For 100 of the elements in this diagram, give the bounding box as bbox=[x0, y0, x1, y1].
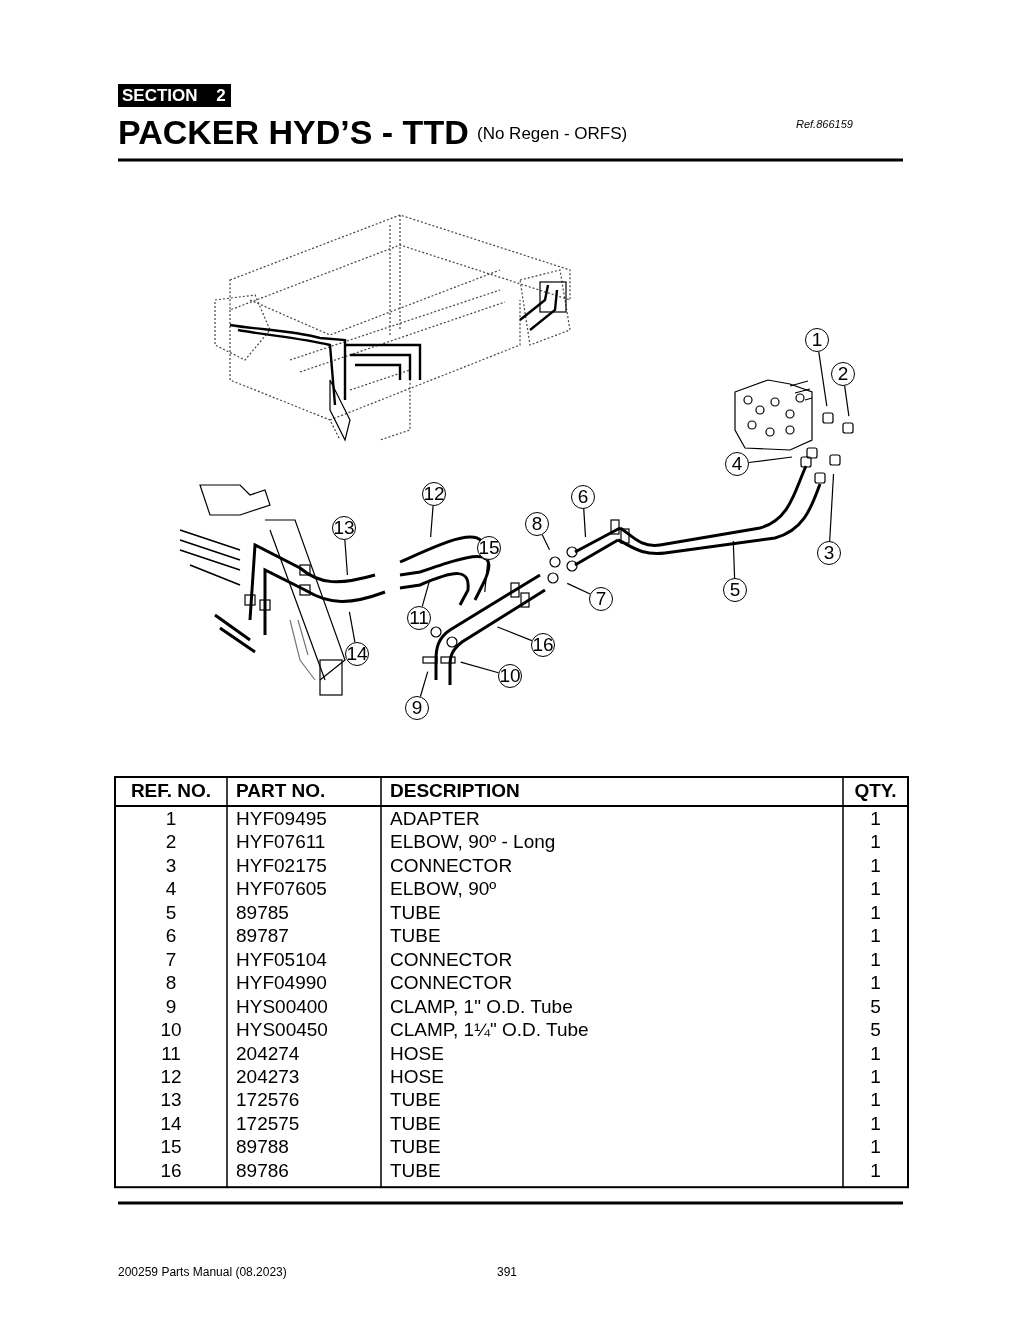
ref-number: 14 bbox=[159, 1113, 183, 1133]
callout-number: 1 bbox=[805, 328, 829, 352]
column-header: PART NO. bbox=[236, 781, 326, 800]
ref-number: 4 bbox=[164, 879, 178, 899]
ref-number: 7 bbox=[164, 949, 178, 969]
callout-number: 16 bbox=[531, 633, 555, 657]
callout-number: 9 bbox=[405, 696, 429, 720]
ref-number: 13 bbox=[159, 1090, 183, 1110]
quantity: 1 bbox=[869, 1043, 882, 1063]
part-number: 204274 bbox=[236, 1043, 300, 1063]
leader-line bbox=[430, 505, 434, 538]
leader-line bbox=[541, 534, 551, 551]
part-number: HYS00450 bbox=[236, 1020, 328, 1040]
leader-line bbox=[421, 579, 431, 608]
part-description: CONNECTOR bbox=[390, 855, 513, 875]
quantity: 1 bbox=[869, 855, 882, 875]
leader-line bbox=[829, 473, 835, 542]
ref-number: 3 bbox=[164, 855, 178, 875]
leader-line bbox=[566, 582, 591, 595]
quantity: 1 bbox=[869, 832, 882, 852]
quantity: 1 bbox=[869, 1137, 882, 1157]
part-description: CLAMP, 1" O.D. Tube bbox=[390, 996, 573, 1016]
reference-number: Ref.866159 bbox=[796, 119, 853, 130]
part-number: 89788 bbox=[236, 1137, 289, 1157]
column-header: REF. NO. bbox=[129, 781, 213, 800]
ref-number: 11 bbox=[160, 1043, 182, 1063]
part-description: TUBE bbox=[390, 1160, 441, 1180]
part-description: TUBE bbox=[390, 926, 441, 946]
ref-number: 1 bbox=[164, 809, 178, 828]
part-description: TUBE bbox=[390, 902, 441, 922]
part-number: HYF02175 bbox=[236, 855, 327, 875]
page-number: 391 bbox=[497, 1266, 518, 1278]
part-number: 204273 bbox=[236, 1066, 300, 1086]
callout-number: 10 bbox=[498, 664, 522, 688]
leader-line bbox=[818, 351, 828, 407]
ref-number: 16 bbox=[159, 1160, 183, 1180]
quantity: 1 bbox=[869, 1090, 882, 1110]
part-number: HYF07605 bbox=[236, 879, 327, 899]
quantity: 1 bbox=[869, 902, 882, 922]
part-description: HOSE bbox=[390, 1066, 444, 1086]
callout-number: 3 bbox=[817, 541, 841, 565]
quantity: 1 bbox=[869, 949, 882, 969]
ref-number: 8 bbox=[164, 973, 178, 993]
leader-line bbox=[732, 540, 736, 579]
part-number: 172576 bbox=[236, 1090, 300, 1110]
part-number: 89785 bbox=[236, 902, 289, 922]
callout-number: 6 bbox=[571, 485, 595, 509]
part-description: ADAPTER bbox=[390, 809, 480, 828]
leader-line bbox=[496, 626, 533, 642]
ref-number: 12 bbox=[159, 1066, 183, 1086]
part-description: TUBE bbox=[390, 1113, 441, 1133]
callout-number: 5 bbox=[723, 578, 747, 602]
callout-number: 11 bbox=[407, 606, 431, 630]
callout-number: 7 bbox=[589, 587, 613, 611]
callout-number: 2 bbox=[831, 362, 855, 386]
quantity: 1 bbox=[869, 809, 882, 828]
title-subtitle: (No Regen - ORFS) bbox=[477, 125, 628, 142]
leader-line bbox=[460, 661, 500, 674]
leader-line bbox=[583, 508, 587, 538]
quantity: 1 bbox=[869, 1113, 882, 1133]
ref-number: 5 bbox=[164, 902, 178, 922]
part-number: HYF04990 bbox=[236, 973, 327, 993]
section-badge: SECTION 2 bbox=[118, 84, 231, 107]
page-title: PACKER HYD’S - TTD bbox=[118, 115, 469, 149]
part-description: TUBE bbox=[390, 1137, 441, 1157]
part-description: TUBE bbox=[390, 1090, 441, 1110]
quantity: 1 bbox=[869, 926, 882, 946]
column-header: DESCRIPTION bbox=[390, 781, 520, 800]
ref-number: 15 bbox=[159, 1137, 183, 1157]
part-description: CONNECTOR bbox=[390, 949, 513, 969]
ref-number: 6 bbox=[164, 926, 178, 946]
leader-line bbox=[344, 539, 349, 576]
part-description: HOSE bbox=[390, 1043, 444, 1063]
callout-number: 13 bbox=[332, 516, 356, 540]
callout-number: 14 bbox=[345, 642, 369, 666]
quantity: 5 bbox=[869, 996, 882, 1016]
leader-line bbox=[844, 385, 850, 417]
ref-number: 10 bbox=[159, 1020, 183, 1040]
part-number: HYF07611 bbox=[236, 832, 326, 852]
part-description: CLAMP, 1¼" O.D. Tube bbox=[390, 1020, 589, 1040]
part-description: CONNECTOR bbox=[390, 973, 513, 993]
leader-line bbox=[748, 456, 793, 464]
quantity: 1 bbox=[869, 1160, 882, 1180]
callout-number: 8 bbox=[525, 512, 549, 536]
quantity: 1 bbox=[869, 1066, 882, 1086]
callout-number: 4 bbox=[725, 452, 749, 476]
part-number: HYF05104 bbox=[236, 949, 327, 969]
leader-line bbox=[419, 671, 429, 698]
quantity: 1 bbox=[869, 973, 882, 993]
quantity: 1 bbox=[869, 879, 882, 899]
part-number: 89786 bbox=[236, 1160, 289, 1180]
footer-text: 200259 Parts Manual (08.2023) bbox=[118, 1266, 287, 1278]
column-header: QTY. bbox=[853, 781, 898, 800]
part-number: HYF09495 bbox=[236, 809, 327, 828]
ref-number: 9 bbox=[164, 996, 178, 1016]
ref-number: 2 bbox=[164, 832, 178, 852]
part-description: ELBOW, 90º bbox=[390, 879, 497, 899]
callout-number: 15 bbox=[477, 536, 501, 560]
quantity: 5 bbox=[869, 1020, 882, 1040]
part-number: 172575 bbox=[236, 1113, 300, 1133]
